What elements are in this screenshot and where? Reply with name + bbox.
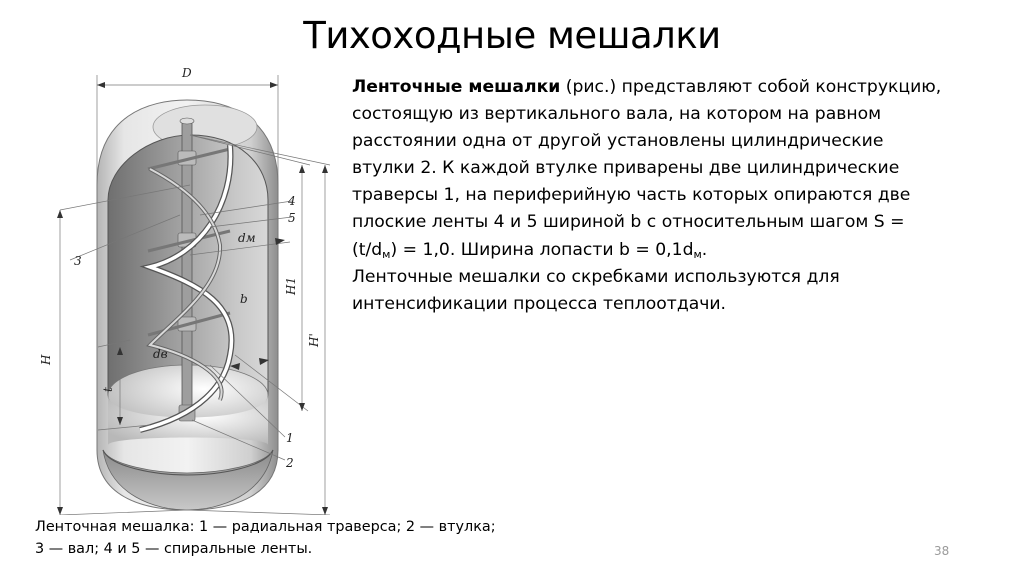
label-H1: H1 bbox=[284, 277, 298, 296]
label-3: 3 bbox=[74, 254, 82, 268]
body-line-3: расстоянии одна от другой установлены ци… bbox=[352, 131, 884, 152]
term-ribbon-agitators: Ленточные мешалки bbox=[352, 77, 561, 97]
body-line-1: Ленточные мешалки (рис.) представляют со… bbox=[352, 77, 942, 97]
page-number: 38 bbox=[934, 544, 950, 558]
body-line-6: плоские ленты 4 и 5 шириной b с относите… bbox=[352, 212, 905, 233]
body-line-8: Ленточные мешалки со скребками использую… bbox=[352, 266, 840, 287]
ribbon-agitator-figure: D H H1 H' t dм dв b 1 2 3 4 5 bbox=[39, 55, 340, 516]
figure-caption: Ленточная мешалка: 1 — радиальная травер… bbox=[35, 516, 496, 560]
body-line-2: состоящую из вертикального вала, на кото… bbox=[352, 104, 882, 125]
description-text: Ленточные мешалки (рис.) представляют со… bbox=[352, 74, 1012, 318]
body-line-5: траверсы 1, на периферийную часть которы… bbox=[352, 185, 911, 206]
label-5: 5 bbox=[288, 211, 296, 225]
label-2: 2 bbox=[285, 456, 294, 470]
body-line-9: интенсификации процесса теплоотдачи. bbox=[352, 293, 727, 314]
caption-line-1: Ленточная мешалка: 1 — радиальная травер… bbox=[35, 519, 496, 535]
body-line-4: втулки 2. К каждой втулке приварены две … bbox=[352, 158, 900, 179]
body-line-7: (t/dм) = 1,0. Ширина лопасти b = 0,1dм. bbox=[352, 239, 708, 261]
label-D: D bbox=[181, 66, 192, 80]
label-H: H bbox=[40, 354, 53, 366]
label-t: t bbox=[101, 387, 115, 392]
slide-title: Тихоходные мешалки bbox=[303, 14, 721, 57]
caption-line-2: 3 — вал; 4 и 5 — спиральные ленты. bbox=[35, 541, 313, 557]
label-Hprime: H' bbox=[307, 333, 321, 348]
label-dm: dм bbox=[238, 231, 256, 245]
label-ds: dв bbox=[153, 347, 168, 361]
label-1: 1 bbox=[286, 431, 294, 445]
label-b: b bbox=[240, 292, 248, 306]
label-4: 4 bbox=[287, 194, 296, 208]
